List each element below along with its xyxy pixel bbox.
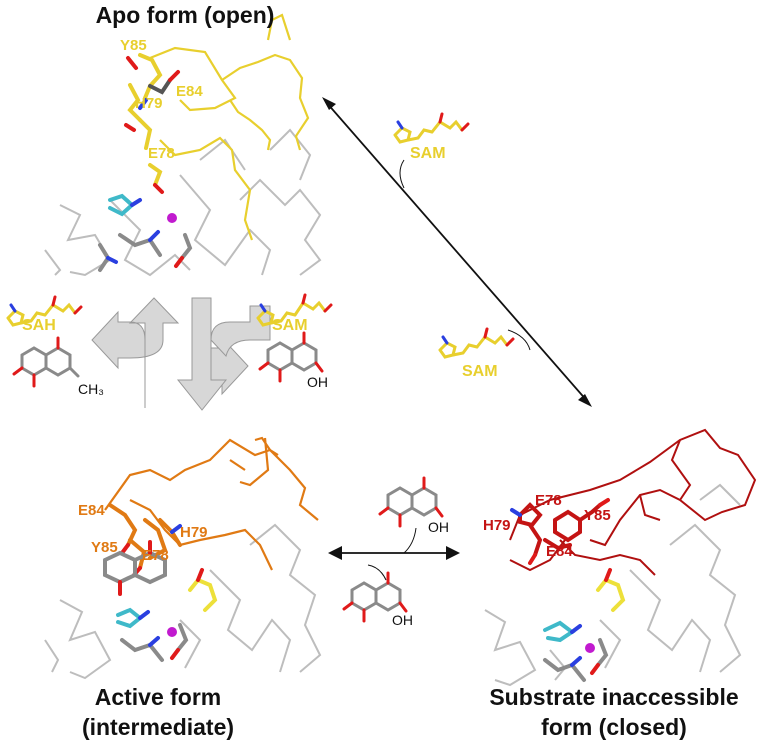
closed-residue-y85: Y85 — [584, 507, 611, 524]
active-metal-ion — [167, 627, 177, 637]
apo-residue-h79: H79 — [135, 95, 163, 112]
active-form-title-line2: (intermediate) — [82, 714, 234, 740]
apo-form-panel: Y85 E84 H79 E78 Apo form (open) — [44, 2, 322, 277]
active-residue-e78: E78 — [142, 547, 169, 564]
active-loop — [104, 436, 319, 571]
closed-backbone — [484, 483, 742, 687]
sam-ligand-lower: SAM — [438, 327, 515, 380]
apo-active-site — [98, 193, 193, 272]
hydroxyl-label-lower: OH — [392, 612, 413, 628]
substrate-upper — [378, 476, 444, 528]
closed-metal-ion — [585, 643, 595, 653]
sam-ligand-upper: SAM — [393, 112, 470, 162]
closed-sidechains — [510, 498, 610, 565]
methyl-label: CH₃ — [78, 381, 104, 397]
reaction-arrows — [91, 297, 271, 411]
methylated-product — [12, 336, 80, 388]
active-form-title-line1: Active form — [95, 684, 222, 710]
apo-metal-ion — [167, 213, 177, 223]
closed-form-title-line1: Substrate inaccessible — [489, 684, 738, 710]
sam-label-lower: SAM — [462, 363, 498, 380]
closed-residue-h79: H79 — [483, 517, 511, 534]
closed-active-site — [543, 568, 626, 682]
sam-label-center: SAM — [272, 317, 308, 334]
apo-closed-arrow — [322, 97, 592, 407]
closed-form-panel: E78 H79 Y85 E84 Substrate inaccessible f… — [483, 428, 757, 740]
sah-label: SAH — [22, 317, 56, 334]
apo-residue-e78: E78 — [148, 145, 175, 162]
active-form-panel: E84 H79 Y85 E78 Active form (intermediat… — [44, 436, 322, 740]
active-active-site — [103, 540, 218, 662]
hydroxyl-label-center: OH — [307, 374, 328, 390]
apo-form-title: Apo form (open) — [96, 2, 275, 28]
closed-residue-e78: E78 — [535, 492, 562, 509]
active-residue-e84: E84 — [78, 502, 105, 519]
active-backbone — [44, 523, 322, 680]
active-residue-h79: H79 — [180, 524, 208, 541]
active-sidechains — [108, 503, 182, 577]
hydroxyl-label-upper: OH — [428, 519, 449, 535]
active-residue-y85: Y85 — [91, 539, 118, 556]
closed-form-title-line2: form (closed) — [541, 714, 687, 740]
apo-residue-e84: E84 — [176, 83, 203, 100]
sam-ligand-center: SAM — [256, 293, 333, 334]
sam-label-upper: SAM — [410, 145, 446, 162]
apo-residue-y85: Y85 — [120, 37, 147, 54]
sah-ligand: SAH — [6, 295, 83, 334]
apo-backbone — [44, 128, 322, 277]
substrate-center — [258, 331, 324, 383]
active-closed-arrow — [328, 527, 460, 581]
apo-loop — [149, 13, 310, 241]
apo-sidechains — [124, 53, 180, 194]
closed-residue-e84: E84 — [546, 543, 573, 560]
release-arrow — [91, 297, 180, 408]
substrate-lower — [342, 571, 408, 623]
